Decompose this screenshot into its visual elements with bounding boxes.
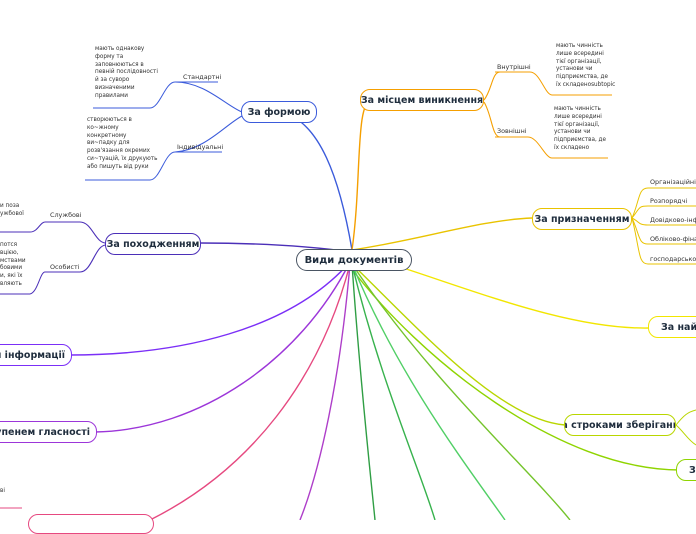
subtopic-zovnishni[interactable]: Зовнішні (497, 127, 527, 135)
connector-za-formoyu-indyvidualni (174, 115, 243, 153)
connector-root-za-mistsem (351, 99, 373, 251)
subtopic-osobysti[interactable]: Особисті (50, 263, 80, 271)
root-node[interactable]: Види документів (296, 249, 412, 271)
root-node-label: Види документів (304, 254, 404, 266)
topic-za-stupenem-hlasnosti[interactable]: о ступенем гласності (0, 421, 97, 443)
mind-map-canvas (0, 71, 696, 520)
subtopic-orhanizatsiini[interactable]: Організаційні (650, 178, 696, 186)
note-vnutrishni: мають чинність лише всередині тієї орган… (556, 43, 616, 88)
topic-za-formoyu[interactable]: За формою (241, 101, 317, 123)
subtopic-dovidkovo-info[interactable]: Довідково-інфор (650, 216, 696, 224)
connector-root-za-strokamy (349, 261, 566, 426)
connector-root-nosiyem (69, 261, 351, 356)
subtopic-sluzhbovi[interactable]: Службові (50, 211, 82, 219)
note-standartni: мають однакову форму та заповнюються в п… (95, 46, 158, 99)
topic-label: За найм (661, 321, 696, 333)
topic-label: За (689, 464, 696, 476)
topic-label: За походженням (106, 238, 200, 250)
topic-label: о ступенем гласності (0, 426, 90, 438)
subtopic-hospodarsko[interactable]: господарсько-до (650, 255, 696, 263)
note-bottom-fragment: ві (0, 488, 5, 494)
topic-za-naim[interactable]: За найм (648, 316, 696, 338)
topic-label: За призначенням (534, 213, 630, 225)
topic-za-mistsem-vynyknennya[interactable]: За місцем виникнення (360, 89, 484, 111)
note-osobysti: потся вцією, мствами бовими и, які їх вл… (0, 242, 26, 287)
topic-za-nosiyem-informatsii[interactable]: носієм інформації (0, 344, 72, 366)
note-sluzhbovi: и поза ужбової (0, 203, 24, 217)
connector-root-bottom-green2 (351, 263, 436, 520)
topic-za-strokamy-zberihannya[interactable]: За строками зберігання (564, 414, 676, 436)
connector-root-stupenem (94, 261, 351, 433)
connector-root-za-pryznachennyam (351, 217, 533, 251)
connector-root-bottom-magenta (149, 263, 351, 520)
connector-root-za-formoyu (279, 111, 353, 251)
subtopic-indyvidualni[interactable]: Індивідуальні (177, 143, 224, 151)
subtopic-rozporiadchi[interactable]: Розпорядчі (650, 197, 688, 205)
note-indyvidualni: створюються в ко~жному конкретному ви~па… (87, 117, 158, 170)
connector-root-bottom-green4 (351, 263, 571, 520)
topic-za-small[interactable]: За (676, 459, 696, 481)
topic-label: носієм інформації (0, 349, 65, 361)
topic-label: За формою (247, 106, 311, 118)
connector-root-bottom-purple2 (299, 263, 351, 520)
topic-label: За строками зберігання (565, 419, 675, 431)
subtopic-standartni[interactable]: Стандартні (183, 73, 222, 81)
note-zovnishni: мають чинність лише всередині тієї орган… (554, 106, 606, 151)
connector-root-bottom-green1 (351, 263, 376, 520)
topic-label: За місцем виникнення (360, 94, 484, 106)
topic-za-pryznachennyam[interactable]: За призначенням (532, 208, 632, 230)
subtopic-vnutrishni[interactable]: Внутрішні (497, 63, 531, 71)
topic-za-pokhodzhennyam[interactable]: За походженням (105, 233, 201, 255)
subtopic-oblikovo-finans[interactable]: Обліково-фінанс (650, 235, 696, 243)
connector-root-za-small (347, 263, 681, 471)
connector-za-formoyu-standartni (174, 81, 243, 113)
topic-bottom-partial[interactable] (28, 514, 154, 534)
connector-za-mistsem-zovnishni (483, 101, 501, 138)
connector-za-mistsem-vnutrishni (483, 71, 501, 101)
connector-root-bottom-green3 (351, 263, 506, 520)
